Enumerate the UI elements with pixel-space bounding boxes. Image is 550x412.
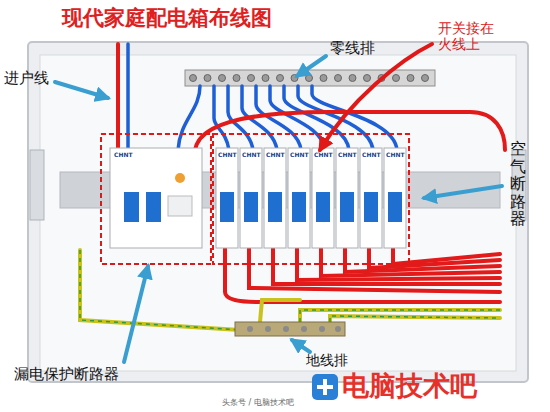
illustration-part (393, 75, 400, 82)
brand-mark: CHNT (290, 152, 309, 159)
illustration-part (30, 150, 44, 220)
illustration-part (297, 56, 326, 76)
brand-mark: CHNT (362, 152, 381, 159)
illustration-part (384, 148, 406, 248)
part-label: 漏电保护断路器 (14, 366, 119, 383)
illustration-part (220, 192, 234, 222)
illustration-part (407, 75, 414, 82)
illustration-part (213, 134, 409, 264)
illustration-part (28, 42, 528, 382)
illustration-part (80, 250, 240, 330)
illustration-part (265, 326, 271, 332)
illustration-part (300, 310, 500, 322)
illustration-part (292, 340, 310, 352)
illustration-part (216, 148, 238, 248)
illustration-part (364, 192, 378, 222)
illustration-part (330, 316, 500, 322)
illustration-part (312, 148, 334, 248)
illustration-part (55, 56, 502, 362)
watermark: 电脑技术吧 (342, 370, 477, 401)
illustration-part (233, 75, 240, 82)
illustration-part (260, 300, 300, 322)
illustration-part (319, 326, 325, 332)
illustration-part (219, 75, 226, 82)
illustration-part (288, 148, 310, 248)
illustration-part (268, 192, 282, 222)
illustration-part (249, 248, 500, 292)
illustration-part (264, 148, 286, 248)
illustration-part (283, 326, 289, 332)
illustration-part (240, 148, 262, 248)
illustration-part (190, 75, 429, 82)
part-label: 进户线 (4, 70, 49, 87)
illustration-part (190, 75, 197, 82)
brand-mark: CHNT (266, 152, 285, 159)
illustration-part (146, 192, 161, 222)
illustration-part (340, 192, 354, 222)
illustration-part (235, 322, 345, 336)
illustration-part (312, 374, 338, 400)
brand-mark: CHNT (314, 152, 333, 159)
illustration-part (301, 326, 307, 332)
illustration-part (360, 148, 382, 248)
illustration-part (244, 192, 258, 222)
illustration-part (277, 75, 284, 82)
illustration-part (248, 75, 255, 82)
illustration-part (124, 266, 148, 362)
illustration-part (225, 248, 500, 302)
part-label: 地线排 (306, 352, 348, 368)
diagram-title: 现代家庭配电箱布线图 (62, 6, 272, 30)
illustration-part (320, 44, 432, 150)
illustration-part (273, 248, 500, 284)
illustration-part (364, 75, 371, 82)
illustration-part (110, 148, 202, 248)
illustration-part (345, 248, 500, 272)
part-label: 空气断路器 (510, 140, 526, 228)
illustration-part (316, 192, 330, 222)
illustration-part (292, 192, 306, 222)
illustration-part (335, 75, 342, 82)
illustration-part (216, 148, 406, 248)
illustration-part (247, 326, 253, 332)
note-label: 开关接在火线上 (438, 20, 498, 52)
illustration-part (204, 75, 211, 82)
illustration-part (300, 310, 500, 322)
watermark: 头条号 / 电脑技术吧 (222, 398, 294, 407)
illustration-part (101, 134, 211, 264)
illustration-part (40, 55, 516, 371)
illustration-part (306, 75, 313, 82)
illustration-part (336, 148, 358, 248)
illustration-part (388, 192, 402, 222)
brand-mark: CHNT (242, 152, 261, 159)
illustration-part (424, 186, 502, 198)
illustration-part (55, 82, 108, 98)
part-label: 零线排 (330, 40, 375, 57)
illustration-part (195, 112, 505, 150)
brand-mark: CHNT (338, 152, 357, 159)
brand-mark: CHNT (114, 152, 133, 159)
illustration-part (80, 250, 240, 330)
brand-mark: CHNT (218, 152, 237, 159)
brand-mark: CHNT (386, 152, 405, 159)
illustration-part (330, 316, 500, 322)
illustration-part (262, 75, 269, 82)
illustration-part (320, 75, 327, 82)
illustration-part (124, 192, 139, 222)
illustration-part (185, 70, 435, 86)
illustration-part (317, 379, 333, 395)
illustration-part (168, 196, 192, 216)
illustration-part (175, 173, 185, 183)
illustration-part (335, 326, 341, 332)
illustration-part (422, 75, 429, 82)
illustration-part (321, 248, 500, 276)
illustration-part (349, 75, 356, 82)
illustration-part (247, 326, 341, 332)
